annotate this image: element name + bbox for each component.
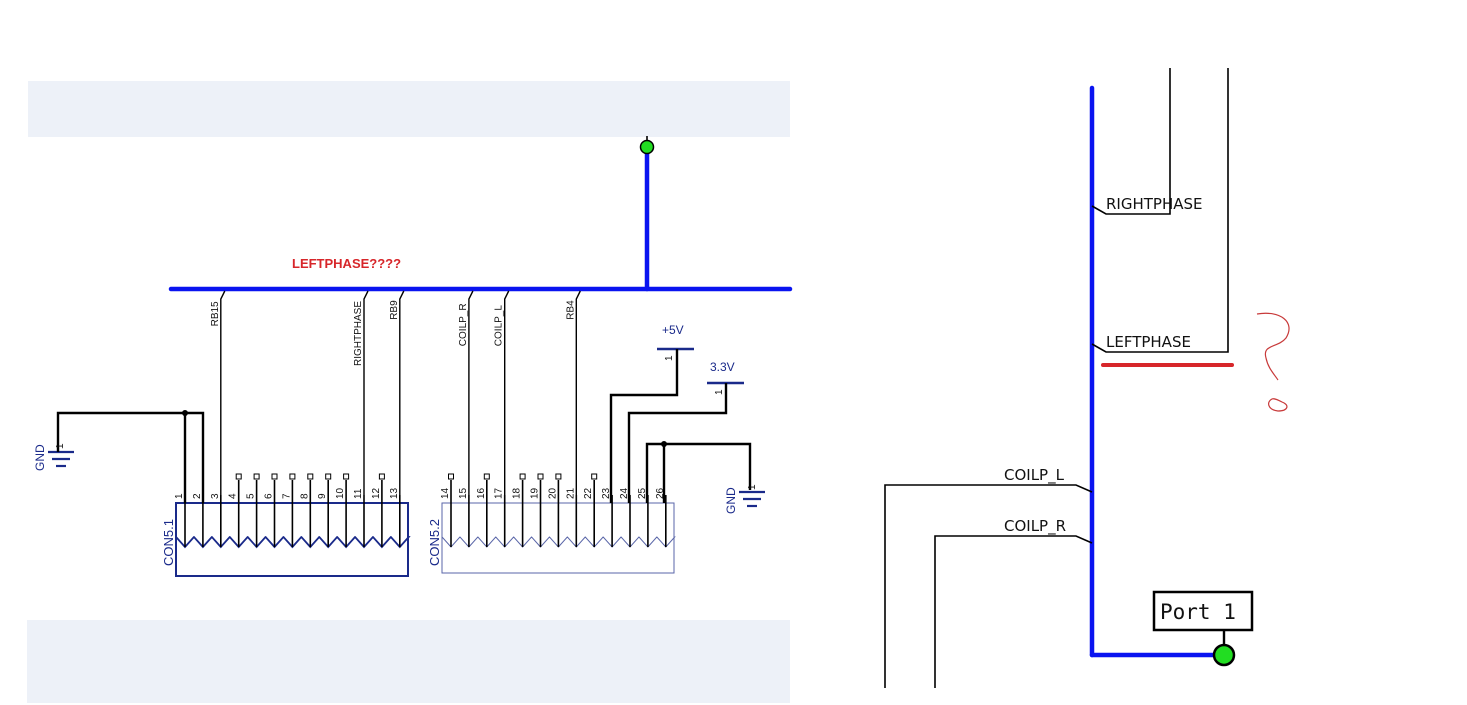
net-label-coilp-l: COILP_L bbox=[1004, 466, 1065, 485]
pin-number-19: 19 bbox=[530, 487, 541, 499]
net-label-rb4: RB4 bbox=[565, 300, 576, 320]
pin-6-nc-marker bbox=[271, 473, 278, 480]
bottom-band bbox=[27, 620, 790, 703]
wire-gnd-left bbox=[56, 411, 205, 503]
gnd-label-left: GND bbox=[33, 444, 47, 471]
net-label-rightphase: RIGHTPHASE bbox=[353, 301, 364, 366]
pin-number-4: 4 bbox=[228, 493, 239, 499]
pin-10-nc-marker bbox=[343, 473, 350, 480]
gnd-symbol-right: GND 1 bbox=[724, 484, 765, 514]
wire-5v bbox=[609, 349, 679, 503]
net-label-coilp-r: COILP_R bbox=[1004, 517, 1066, 536]
pin-20-nc-marker bbox=[555, 473, 562, 480]
net-label-coilp_l: COILP_L bbox=[494, 305, 505, 347]
question-mark-dot bbox=[1268, 398, 1288, 412]
pin-number-11: 11 bbox=[353, 488, 364, 499]
question-mark-handwritten bbox=[1256, 312, 1290, 381]
pin-number-5: 5 bbox=[246, 493, 257, 499]
pin-number-18: 18 bbox=[512, 487, 523, 499]
port-1-box[interactable] bbox=[1152, 590, 1254, 632]
pin-number-10: 10 bbox=[335, 487, 346, 499]
wire-coilp_r bbox=[468, 290, 474, 495]
junction-dot bbox=[182, 410, 188, 416]
pin-18-nc-marker bbox=[519, 473, 526, 480]
wire-rb15 bbox=[220, 290, 226, 495]
pin-5-nc-marker bbox=[253, 473, 260, 480]
gnd-pin-left: 1 bbox=[55, 443, 66, 449]
pin-number-13: 13 bbox=[389, 487, 400, 499]
pin-number-24: 24 bbox=[619, 487, 630, 499]
connector-ref-con5-1: CON5.1 bbox=[161, 519, 176, 566]
pin-16-nc-marker bbox=[483, 473, 490, 480]
pin-12-nc-marker bbox=[378, 473, 385, 480]
pin-4-nc-marker bbox=[235, 473, 242, 480]
wire-gnd-right bbox=[645, 442, 752, 503]
pin-9-nc-marker bbox=[325, 473, 332, 480]
power-5v-pin: 1 bbox=[664, 355, 675, 361]
gnd-pin-right: 1 bbox=[747, 484, 758, 490]
port-1-dot[interactable] bbox=[1212, 643, 1236, 667]
wire-rb9 bbox=[399, 290, 405, 495]
pin-22-nc-marker bbox=[591, 473, 598, 480]
wire-coilp-r bbox=[934, 535, 1093, 688]
pin-7-nc-marker bbox=[289, 473, 296, 480]
net-label-rightphase: RIGHTPHASE bbox=[1106, 195, 1203, 213]
net-label-rb9: RB9 bbox=[389, 300, 400, 320]
power-3v3-label: 3.3V bbox=[710, 360, 735, 374]
pin-8-nc-marker bbox=[307, 473, 314, 480]
top-band bbox=[28, 81, 790, 137]
pin-number-8: 8 bbox=[299, 493, 310, 499]
wire-rb4 bbox=[575, 290, 581, 495]
connector-ref-con5-2: CON5.2 bbox=[427, 519, 442, 566]
wire-rightphase bbox=[1091, 68, 1171, 215]
net-label-coilp_r: COILP_R bbox=[458, 303, 469, 346]
pin-number-7: 7 bbox=[281, 493, 292, 499]
pin-14-nc-marker bbox=[448, 473, 454, 480]
wire-3v3 bbox=[627, 383, 728, 503]
wire-coilp-l bbox=[884, 484, 1093, 688]
pin-number-21: 21 bbox=[565, 487, 576, 499]
pin-number-1: 1 bbox=[174, 493, 185, 499]
pin-number-20: 20 bbox=[547, 487, 558, 499]
pin-number-26: 26 bbox=[655, 487, 666, 499]
pin-number-6: 6 bbox=[264, 493, 275, 499]
junction-dot-right bbox=[661, 441, 667, 447]
pin-number-9: 9 bbox=[317, 493, 328, 499]
power-3v3-pin: 1 bbox=[714, 389, 725, 395]
wire-rightphase bbox=[363, 290, 369, 495]
gnd-symbol-left: GND 1 bbox=[33, 443, 74, 471]
port-dot-left[interactable] bbox=[639, 139, 655, 155]
pin-number-17: 17 bbox=[494, 487, 505, 499]
pin-number-14: 14 bbox=[440, 487, 451, 499]
pin-19-nc-marker bbox=[537, 473, 544, 480]
net-label-rb15: RB15 bbox=[210, 301, 221, 326]
annotation-leftphase: LEFTPHASE???? bbox=[292, 256, 401, 271]
pin-number-3: 3 bbox=[210, 493, 221, 499]
pin-number-12: 12 bbox=[371, 487, 382, 499]
pin-number-16: 16 bbox=[476, 487, 487, 499]
pin-number-15: 15 bbox=[458, 487, 469, 499]
pin-number-2: 2 bbox=[192, 493, 203, 499]
pin-number-23: 23 bbox=[601, 487, 612, 499]
power-5v-label: +5V bbox=[662, 323, 684, 337]
gnd-label-right: GND bbox=[724, 487, 738, 514]
port-1-label: Port 1 bbox=[1160, 600, 1236, 624]
pin-number-25: 25 bbox=[637, 487, 648, 499]
bus-entries: RB15 RIGHTPHASE RB9 COILP_R COILP_L RB4 bbox=[210, 290, 581, 495]
power-5v-symbol: +5V 1 bbox=[657, 323, 694, 361]
net-label-leftphase: LEFTPHASE bbox=[1106, 333, 1191, 351]
pin-number-22: 22 bbox=[583, 487, 594, 499]
wire-coilp_l bbox=[504, 290, 510, 495]
wire-leftphase bbox=[1091, 68, 1229, 353]
